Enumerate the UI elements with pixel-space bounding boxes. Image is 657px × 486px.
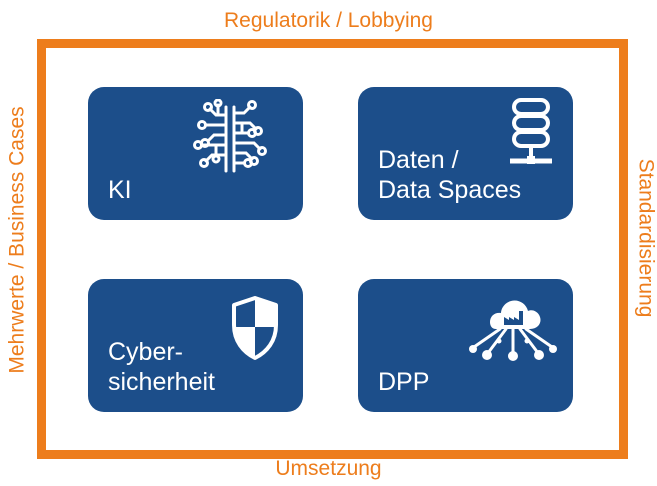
shield-icon — [230, 295, 280, 361]
tile-ki: KI — [88, 87, 303, 220]
tile-cyber: Cyber- sicherheit — [88, 279, 303, 412]
tile-daten-line2: Data Spaces — [378, 176, 522, 204]
tile-daten-line1: Daten / — [378, 146, 459, 174]
tile-cyber-line2: sicherheit — [108, 368, 215, 396]
tile-cyber-line1: Cyber- — [108, 338, 184, 366]
right-label: Standardisierung — [634, 158, 657, 318]
left-label: Mehrwerte / Business Cases — [5, 106, 29, 374]
tile-dpp-label: DPP — [378, 367, 429, 397]
tile-daten: Daten / Data Spaces — [358, 87, 573, 220]
brain-circuit-icon — [190, 99, 270, 179]
tile-ki-label: KI — [108, 175, 132, 205]
bottom-label: Umsetzung — [275, 457, 382, 480]
tile-dpp-text: DPP — [378, 368, 430, 396]
cloud-network-icon — [468, 297, 558, 363]
orange-frame — [37, 39, 628, 459]
tile-daten-label: Daten / Data Spaces — [378, 145, 521, 205]
tile-dpp: DPP — [358, 279, 573, 412]
tile-cyber-label: Cyber- sicherheit — [108, 337, 215, 397]
top-label: Regulatorik / Lobbying — [224, 9, 433, 32]
tile-ki-text: KI — [108, 176, 132, 204]
database-icon — [508, 97, 554, 169]
